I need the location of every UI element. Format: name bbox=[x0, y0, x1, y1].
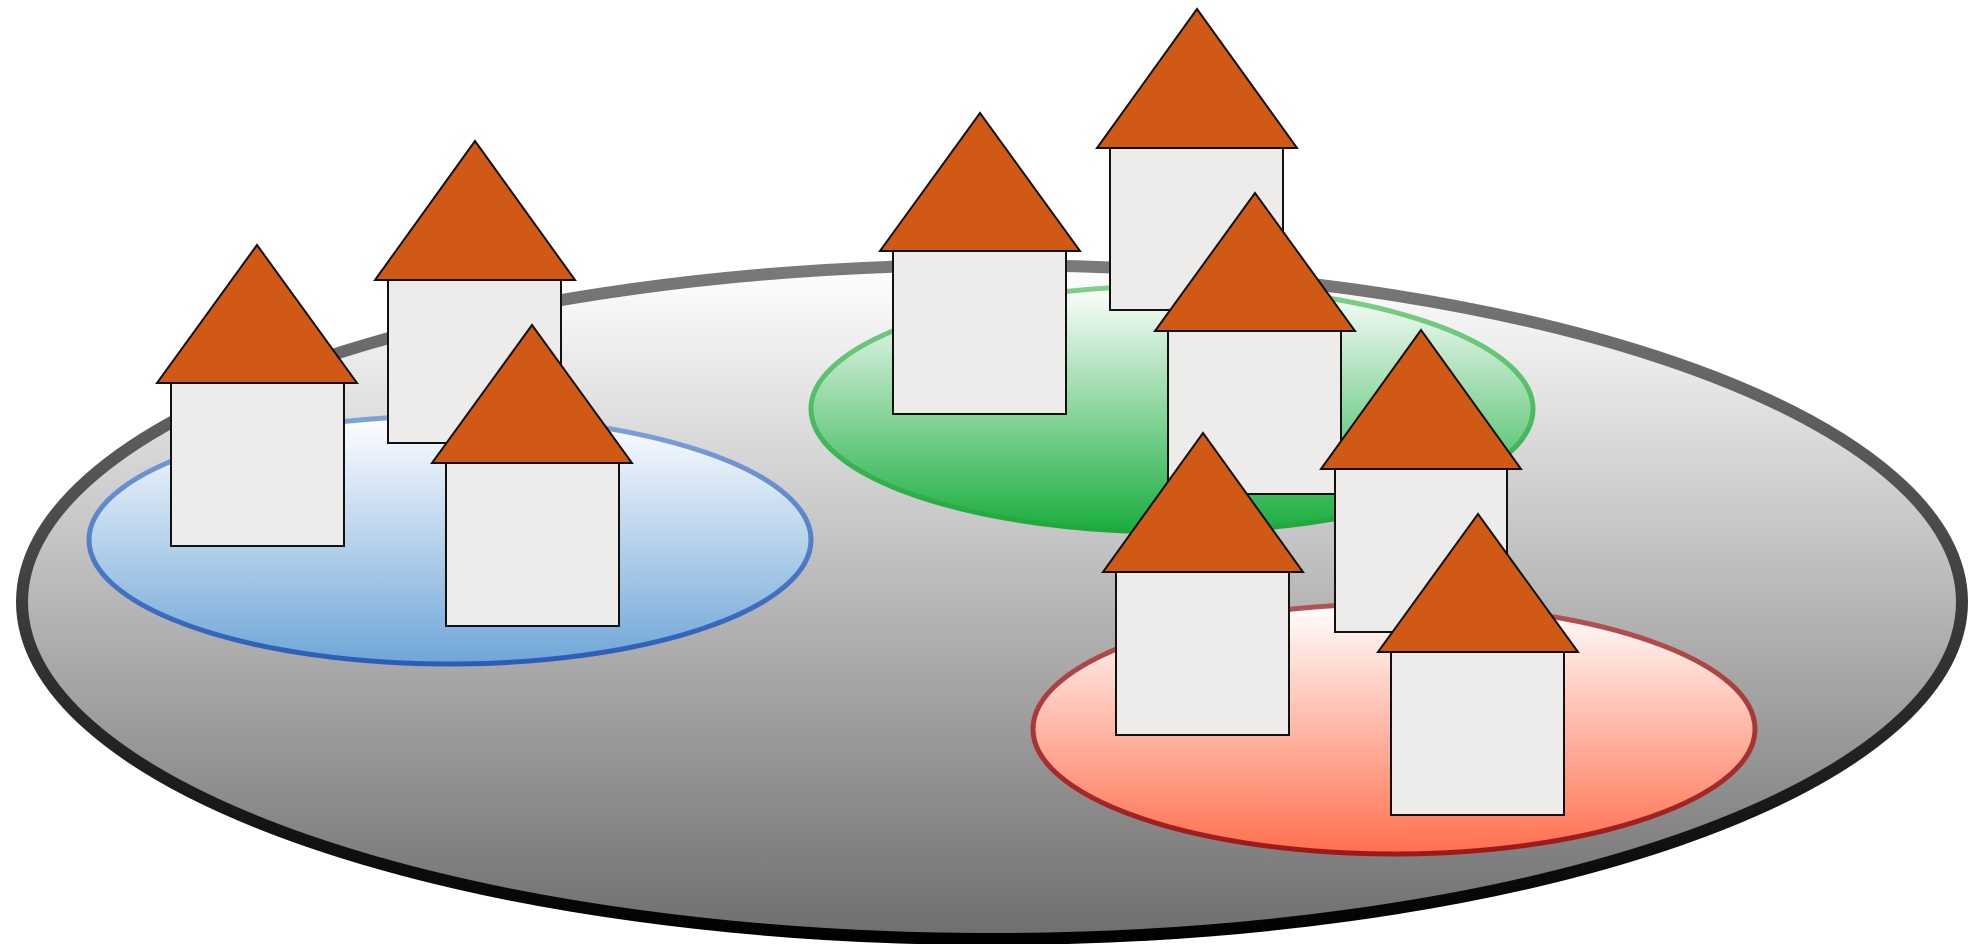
house-wall bbox=[1115, 571, 1290, 736]
house-left-center bbox=[430, 323, 634, 627]
house-wall bbox=[170, 382, 345, 547]
house-roof bbox=[373, 139, 577, 281]
house-roof bbox=[878, 111, 1082, 252]
house-center-lower bbox=[1101, 431, 1305, 736]
house-roof bbox=[1095, 7, 1299, 149]
house-left-front bbox=[155, 243, 359, 547]
house-wall bbox=[892, 250, 1067, 415]
house-wall bbox=[1390, 651, 1565, 816]
house-wall bbox=[445, 462, 620, 627]
house-roof bbox=[155, 243, 359, 384]
house-roof bbox=[1319, 328, 1523, 470]
house-roof bbox=[1101, 431, 1305, 573]
house-roof bbox=[1153, 191, 1357, 332]
house-roof bbox=[430, 323, 634, 464]
house-right-lower bbox=[1376, 512, 1580, 816]
house-center-left bbox=[878, 111, 1082, 415]
houses bbox=[155, 7, 1580, 816]
house-roof bbox=[1376, 512, 1580, 653]
